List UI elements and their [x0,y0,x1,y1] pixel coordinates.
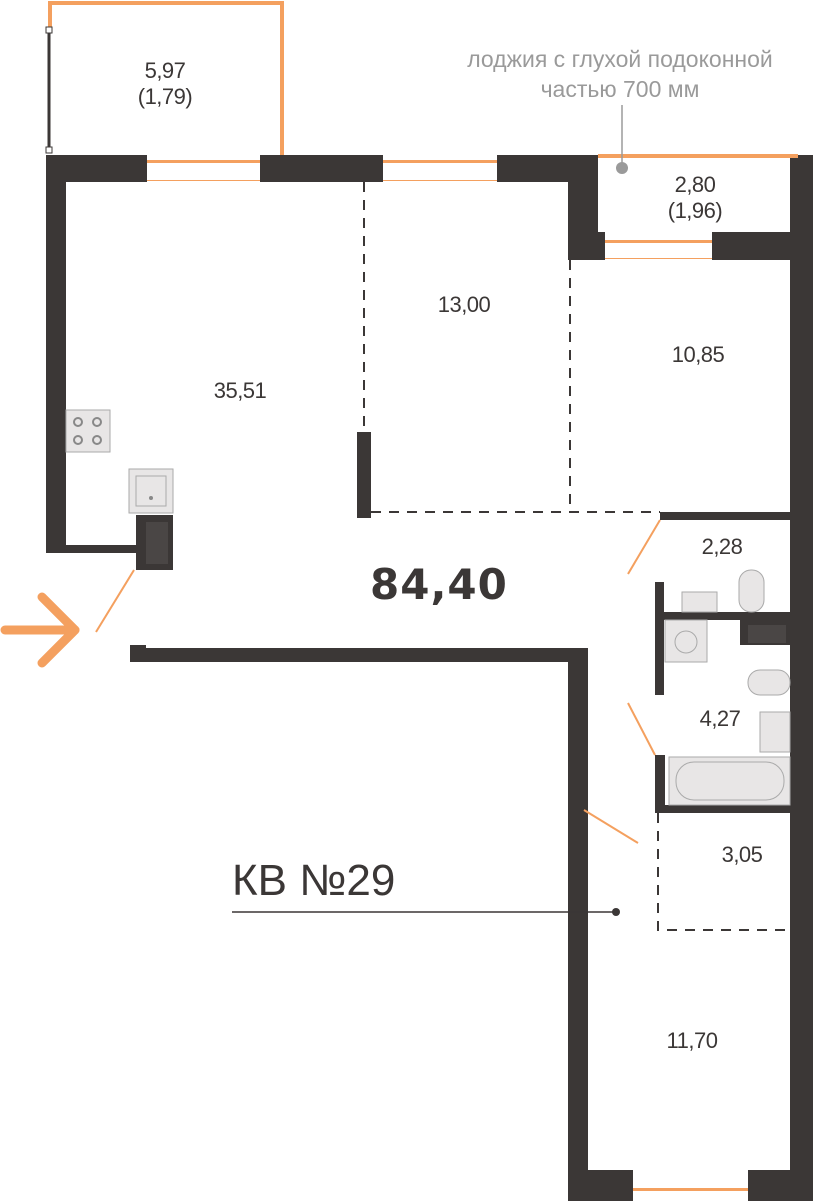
door-swings [95,519,661,844]
washbasin-icon [681,591,718,613]
room-area-wc: 2,28 [701,534,743,559]
room-area-bedroom: 11,70 [666,1028,718,1053]
room-area-hall: 3,05 [721,842,763,867]
bathtub-icon [668,756,791,806]
room-area-bathroom: 4,27 [699,706,741,731]
room-area-room-2: 10,85 [671,342,725,367]
total-area: 84,40 [370,560,508,609]
toilet-icon [738,569,765,613]
room-area-loggia-right: 2,80(1,96) [667,172,723,223]
plumbing-fixtures [664,569,791,806]
loggia-note-leader [616,105,628,174]
room-area-room-1: 13,00 [437,292,491,317]
washing-machine-icon [664,619,708,663]
loggia-outlines [48,1,798,158]
stove-icon [65,409,111,453]
room-dividers [363,182,790,931]
room-area-loggia-left: 5,97(1,79) [137,58,193,109]
washbasin-icon-2 [759,711,791,753]
entrance-arrow-icon [0,592,80,668]
windows [147,155,748,1201]
toilet-icon-2 [747,669,791,696]
apartment-label-leader [232,908,620,916]
room-area-living-kitchen: 35,51 [213,378,267,403]
sink-icon [128,468,174,514]
apartment-label: КВ №29 [232,856,396,905]
